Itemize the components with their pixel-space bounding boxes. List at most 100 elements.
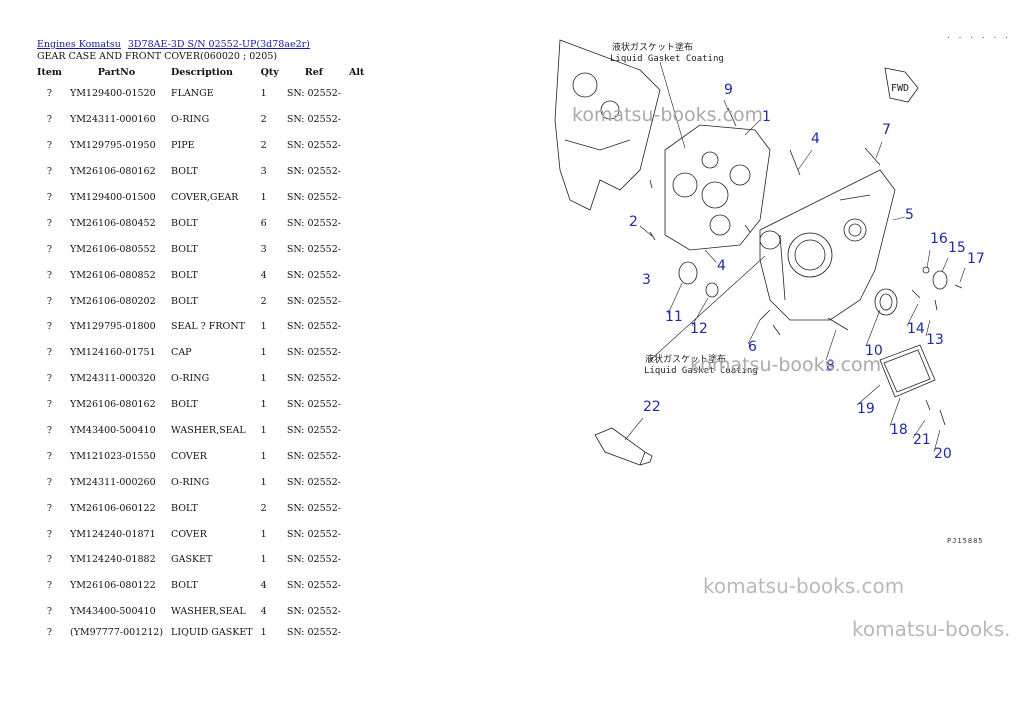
cell-ref: SN: 02552- xyxy=(286,140,341,152)
cell-item: ? xyxy=(46,88,53,100)
cell-description: COVER xyxy=(171,450,207,462)
parts-table: Item PartNo Description Qty Ref Alt ?YM1… xyxy=(33,64,368,641)
cell-ref: SN: 02552- xyxy=(286,88,341,100)
cell-partno: YM129795-01950 xyxy=(69,140,156,152)
cell-item: ? xyxy=(46,217,53,229)
cell-partno: YM26106-080162 xyxy=(69,399,156,411)
cell-item: ? xyxy=(46,373,53,385)
cell-ref: SN: 02552- xyxy=(286,269,341,281)
gasket-note-en-top: Liquid Gasket Coating xyxy=(610,54,724,64)
cell-item: ? xyxy=(46,295,53,307)
cell-qty: 1 xyxy=(260,347,267,359)
callout-13: 13 xyxy=(926,332,944,348)
cell-qty: 1 xyxy=(260,554,267,566)
cell-ref: SN: 02552- xyxy=(286,373,341,385)
cell-description: BOLT xyxy=(171,269,198,281)
liquid-gasket-tube xyxy=(594,427,646,466)
front-seal xyxy=(874,288,898,316)
cell-partno: YM26106-080122 xyxy=(69,580,156,592)
cell-partno: YM26106-080552 xyxy=(69,243,156,255)
col-header-ref: Ref xyxy=(304,67,323,78)
callout-20: 20 xyxy=(934,446,952,462)
cell-alt xyxy=(345,288,368,314)
cell-ref: SN: 02552- xyxy=(286,554,341,566)
cell-alt xyxy=(345,81,368,107)
flange-plate xyxy=(664,124,771,251)
cap xyxy=(678,261,698,285)
watermark-3: komatsu-books.com xyxy=(703,574,905,598)
cell-alt xyxy=(345,314,368,340)
cell-partno: YM26106-080852 xyxy=(69,269,156,281)
cell-alt xyxy=(345,469,368,495)
cell-ref: SN: 02552- xyxy=(286,114,341,126)
cell-ref: SN: 02552- xyxy=(286,580,341,592)
callout-3: 3 xyxy=(642,272,651,288)
cell-qty: 4 xyxy=(260,606,267,618)
cell-alt xyxy=(345,107,368,133)
page-title: GEAR CASE AND FRONT COVER(060020 ; 0205) xyxy=(37,51,278,62)
col-header-partno: PartNo xyxy=(97,67,136,78)
cell-item: ? xyxy=(46,425,53,437)
cell-alt xyxy=(345,495,368,521)
cell-item: ? xyxy=(46,502,53,514)
cell-description: COVER,GEAR xyxy=(171,192,239,203)
cell-item: ? xyxy=(46,140,53,152)
cell-item: ? xyxy=(46,606,53,618)
cell-item: ? xyxy=(46,166,53,178)
cell-partno: YM124160-01751 xyxy=(69,347,156,359)
cell-item: ? xyxy=(46,476,53,488)
cell-item: ? xyxy=(46,269,53,281)
cell-partno: YM26106-060122 xyxy=(69,502,156,514)
cell-partno: YM24311-000160 xyxy=(69,114,156,126)
fwd-arrow xyxy=(884,67,919,103)
cell-alt xyxy=(345,262,368,288)
cell-qty: 1 xyxy=(260,88,267,100)
col-header-item: Item xyxy=(37,67,62,78)
cell-partno: YM124240-01882 xyxy=(69,554,156,566)
cell-item: ? xyxy=(46,347,53,359)
cell-ref: SN: 02552- xyxy=(286,217,341,229)
cell-description: BOLT xyxy=(171,217,198,229)
callout-11: 11 xyxy=(665,309,683,325)
cell-description: WASHER,SEAL xyxy=(171,606,246,618)
callout-9: 9 xyxy=(724,82,733,98)
cell-alt xyxy=(345,547,368,573)
breadcrumb-link-model[interactable]: 3D78AE-3D S/N 02552-UP(3d78ae2r) xyxy=(127,39,310,50)
cell-partno: YM124240-01871 xyxy=(69,528,156,540)
cell-ref: SN: 02552- xyxy=(286,606,341,618)
cell-description: PIPE xyxy=(171,140,195,152)
cell-qty: 1 xyxy=(260,450,267,462)
cell-partno: YM26106-080162 xyxy=(69,166,156,178)
small-cover xyxy=(879,344,936,398)
cell-alt xyxy=(345,625,368,641)
gasket-note-en-mid: Liquid Gasket Coating xyxy=(644,366,758,376)
callout-4: 4 xyxy=(811,131,820,147)
callout-17: 17 xyxy=(967,251,985,267)
cell-alt xyxy=(345,573,368,599)
cell-ref: SN: 02552- xyxy=(286,295,341,307)
cell-item: ? xyxy=(46,528,53,540)
cell-qty: 1 xyxy=(260,627,267,639)
callout-22: 22 xyxy=(643,399,661,415)
cell-ref: SN: 02552- xyxy=(286,243,341,255)
cell-item: ? xyxy=(46,554,53,566)
watermark-2: komatsu-books.com xyxy=(690,354,882,376)
col-header-alt: Alt xyxy=(348,67,365,78)
cell-ref: SN: 02552- xyxy=(286,399,341,411)
cell-alt xyxy=(345,521,368,547)
cell-partno: (YM97777-001212) xyxy=(69,627,164,639)
breadcrumb-link-engines[interactable]: Engines Komatsu xyxy=(37,39,121,50)
cell-description: BOLT xyxy=(171,502,198,514)
cell-ref: SN: 02552- xyxy=(286,347,341,359)
